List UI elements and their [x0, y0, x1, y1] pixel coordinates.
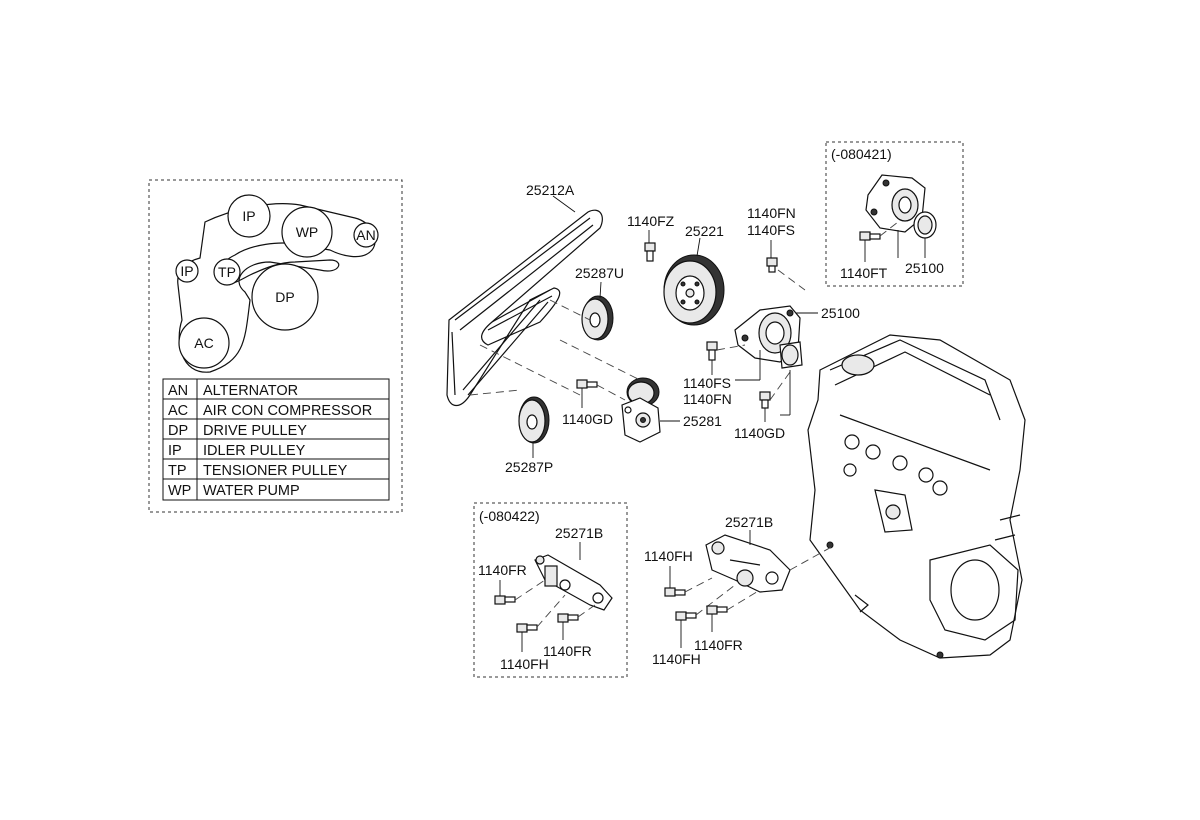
label-bracket-main: 25271B [725, 514, 773, 530]
legend-code: IP [168, 443, 182, 459]
legend-code: WP [168, 483, 191, 499]
water-pump [734, 305, 803, 369]
idler-pulley-upper [581, 295, 614, 341]
label-bolt-1140gd-right: 1140GD [734, 425, 785, 441]
belt-tensioner [621, 377, 661, 443]
pulley-label-dp: DP [275, 289, 294, 305]
bolt-1140fh-a [664, 587, 686, 597]
legend-code: TP [168, 463, 187, 479]
pulley-ip-top [227, 194, 271, 238]
inset-bottom-date: (-080422) [479, 508, 540, 524]
legend-name: DRIVE PULLEY [203, 423, 307, 439]
legend-name: IDLER PULLEY [203, 443, 306, 459]
legend-code: AN [168, 383, 188, 399]
label-belt: 25212A [526, 182, 575, 198]
bolt-1140gd-left [576, 379, 598, 389]
legend-code: DP [168, 423, 188, 439]
inset-top-date: (-080421) [831, 146, 892, 162]
label-bolt-1140fh-b: 1140FH [652, 651, 701, 667]
pulley-label-ip-left: IP [180, 263, 193, 279]
pulley-label-wp: WP [296, 224, 319, 240]
pulley-tp [213, 258, 241, 286]
inset-top-part-label: 25100 [905, 260, 944, 276]
label-idler-upper: 25287U [575, 265, 624, 281]
drive-belt [446, 209, 603, 407]
inset-top-bolt-label: 1140FT [840, 265, 888, 281]
legend-name: ALTERNATOR [203, 383, 298, 399]
bolt-1140gd-right [759, 391, 771, 409]
label-water-pump: 25100 [821, 305, 860, 321]
inset-bottom-fh-label: 1140FH [500, 656, 549, 672]
legend-name: WATER PUMP [203, 483, 300, 499]
bolt-1140ft [859, 231, 881, 241]
bolt-1140fr-inset-2 [557, 613, 579, 623]
inset-bottom-bracket-label: 25271B [555, 525, 603, 541]
engine-block [807, 334, 1026, 659]
label-bolt-1140fs-mid: 1140FS [683, 375, 731, 391]
label-pulley: 25221 [685, 223, 724, 239]
label-bolt-1140fh-a: 1140FH [644, 548, 693, 564]
pulley-dp [251, 263, 319, 331]
label-bolt-1140fz: 1140FZ [627, 213, 675, 229]
bracket-main [705, 534, 791, 593]
label-bolt-1140fn-mid: 1140FN [683, 391, 732, 407]
bolt-1140fs-mid [706, 341, 718, 361]
legend-name: AIR CON COMPRESSOR [203, 403, 372, 419]
label-idler-lower: 25287P [505, 459, 553, 475]
legend-code: AC [168, 403, 188, 419]
pulley-label-ip-top: IP [242, 208, 255, 224]
pulley-an [353, 222, 379, 248]
legend-table: AN ALTERNATOR AC AIR CON COMPRESSOR DP D… [162, 378, 390, 501]
pulley-ip-left [175, 259, 199, 283]
inset-top: (-080421) 1140FT 25100 [825, 141, 964, 287]
belt-routing-legend: IP WP AN IP TP DP AC AN ALTERNATOR AC AI… [148, 179, 403, 513]
pulley-label-tp: TP [218, 264, 236, 280]
label-tensioner: 25281 [683, 413, 722, 429]
label-bolt-1140fs-top: 1140FS [747, 222, 795, 238]
idler-pulley-lower [518, 396, 550, 444]
label-bolt-1140fn-top: 1140FN [747, 205, 796, 221]
inset-bottom-fr1-label: 1140FR [478, 562, 527, 578]
label-bolt-1140gd-left: 1140GD [562, 411, 613, 427]
bolt-1140fh-b [675, 611, 697, 621]
bolt-1140fn-top [766, 257, 778, 273]
bolt-1140fh-inset [516, 623, 538, 633]
bolt-1140fr-inset-1 [494, 595, 516, 605]
pulley-wp [281, 206, 333, 258]
inset-bottom-fr2-label: 1140FR [543, 643, 592, 659]
pulley-label-ac: AC [194, 335, 213, 351]
legend-name: TENSIONER PULLEY [203, 463, 348, 479]
label-bolt-1140fr-a: 1140FR [694, 637, 743, 653]
pulley-label-an: AN [356, 227, 375, 243]
bolt-1140fz [644, 242, 656, 262]
water-pump-pulley [663, 254, 725, 326]
bolt-1140fr-a [706, 605, 728, 615]
pulley-ac [178, 317, 230, 369]
inset-bottom: (-080422) 25271B 1140FR 1140FH 1140FR [473, 502, 628, 678]
